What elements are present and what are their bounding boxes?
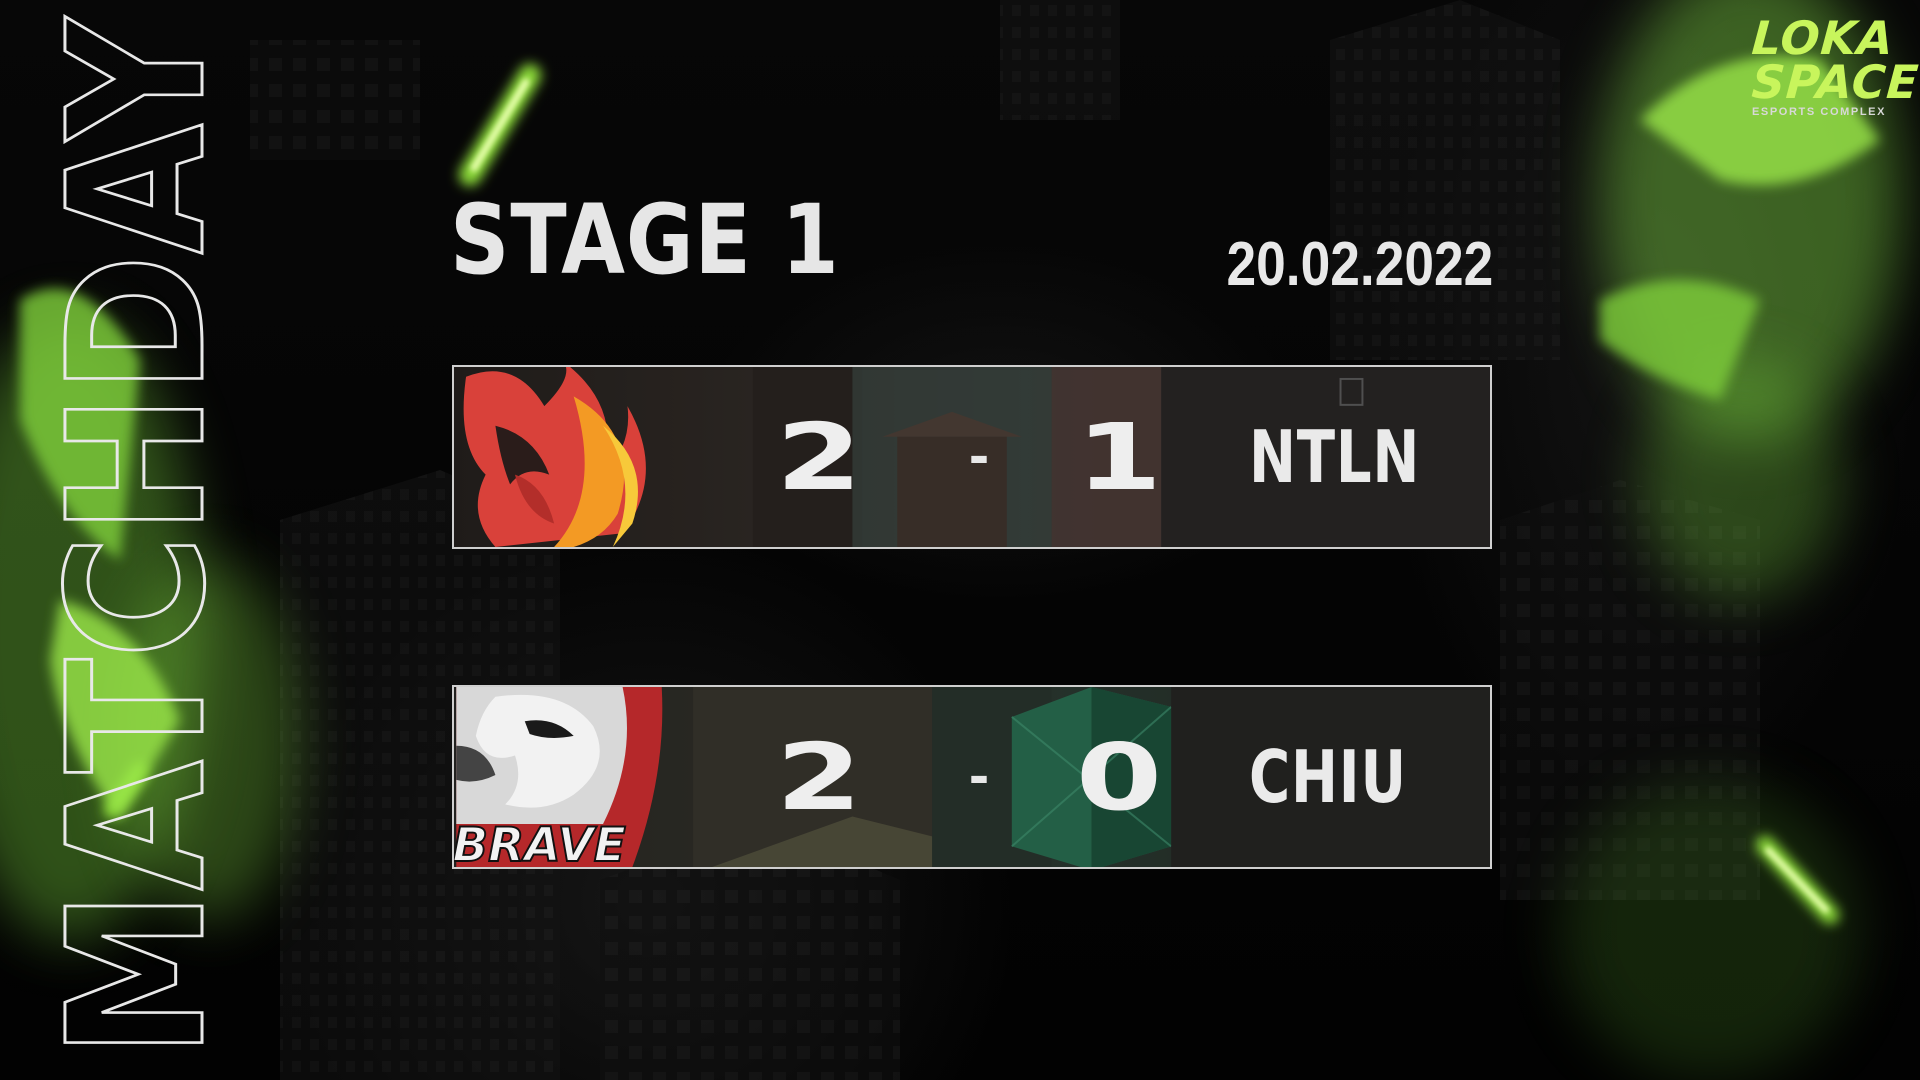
- score-separator: -: [968, 428, 990, 486]
- brave-team-logo: BRAVE: [454, 687, 664, 867]
- brand-tagline: ESPORTS COMPLEX: [1752, 106, 1887, 118]
- left-team-score: 2: [775, 723, 863, 831]
- left-team-score: 2: [775, 403, 863, 511]
- right-team-score: 0: [1075, 723, 1163, 831]
- right-team-score: 1: [1075, 403, 1163, 511]
- brand-logo: LOKA SPACE ESPORTS COMPLEX: [1750, 11, 1920, 126]
- score-separator: -: [968, 748, 990, 806]
- match-date: 20.02.2022: [1226, 230, 1493, 299]
- flame-team-logo: [454, 367, 664, 547]
- match-card: BRAVE 2 - 0 CHIU: [452, 685, 1492, 869]
- matchday-text: MATCHDAY: [28, 16, 247, 1058]
- opponent-team-name: CHIU: [1249, 735, 1407, 819]
- match-card: 2 - 1 NTLN: [452, 365, 1492, 549]
- matchday-vertical-title: MATCHDAY: [27, 15, 249, 1060]
- brand-name-line2: SPACE: [1750, 55, 1920, 109]
- brand-name-line1: LOKA: [1750, 11, 1896, 65]
- brave-logo-text: BRAVE: [454, 818, 626, 867]
- stage-title: STAGE 1: [450, 184, 840, 296]
- opponent-team-name: NTLN: [1249, 415, 1421, 499]
